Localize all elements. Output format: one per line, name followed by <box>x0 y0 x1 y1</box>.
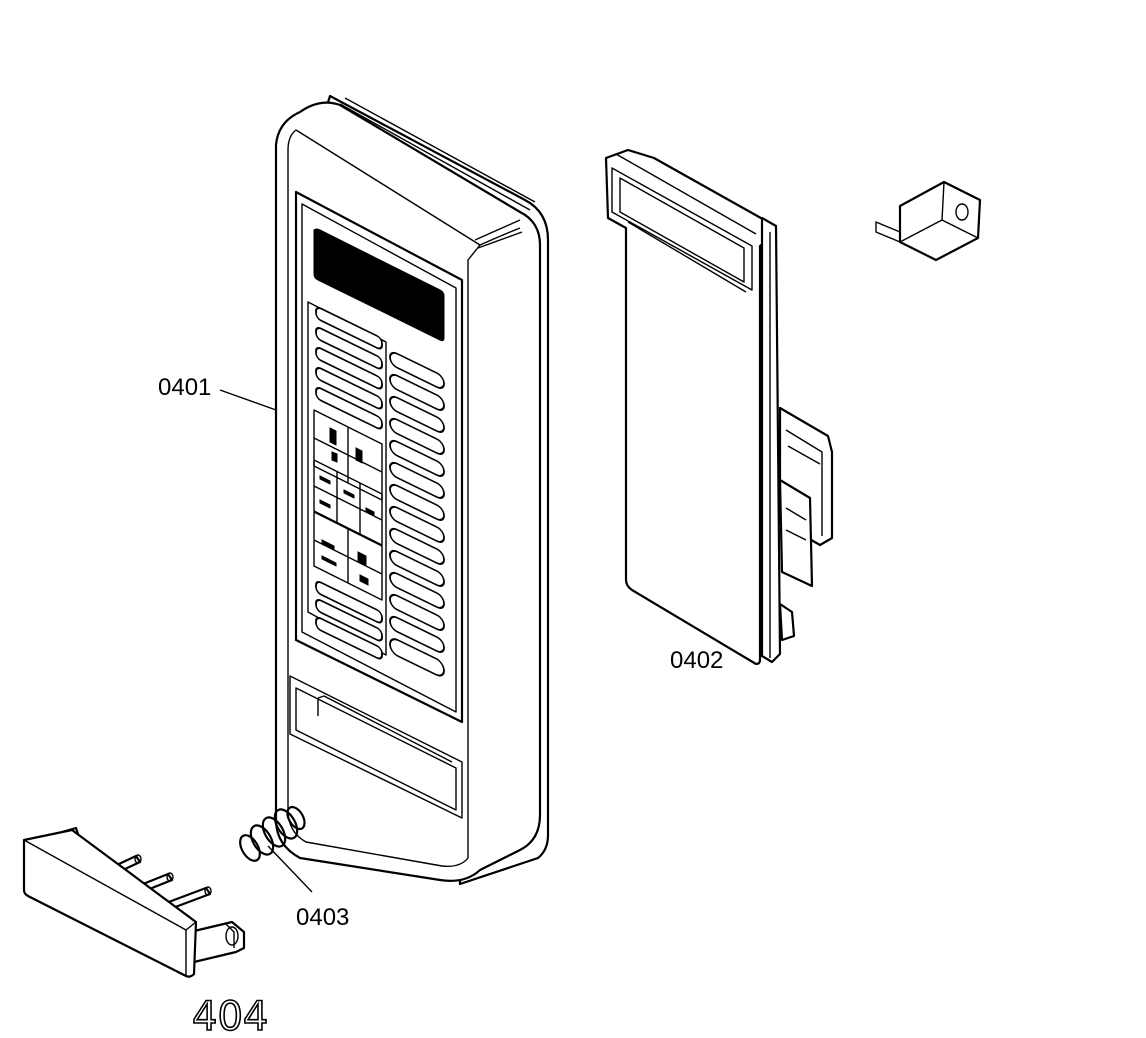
right-keypad <box>389 351 445 677</box>
door-button-part <box>22 826 246 978</box>
circuit-board-part <box>604 148 834 666</box>
label-0401: 0401 <box>158 374 211 401</box>
left-keypad <box>313 306 383 660</box>
spring-part <box>239 805 306 862</box>
label-404: 404 <box>192 994 268 1038</box>
control-panel-part <box>274 94 550 886</box>
leader-0403 <box>267 845 313 893</box>
leader-0401 <box>219 389 277 411</box>
label-0403: 0403 <box>296 904 349 931</box>
label-0402: 0402 <box>670 647 723 674</box>
bracket-part <box>875 180 982 262</box>
